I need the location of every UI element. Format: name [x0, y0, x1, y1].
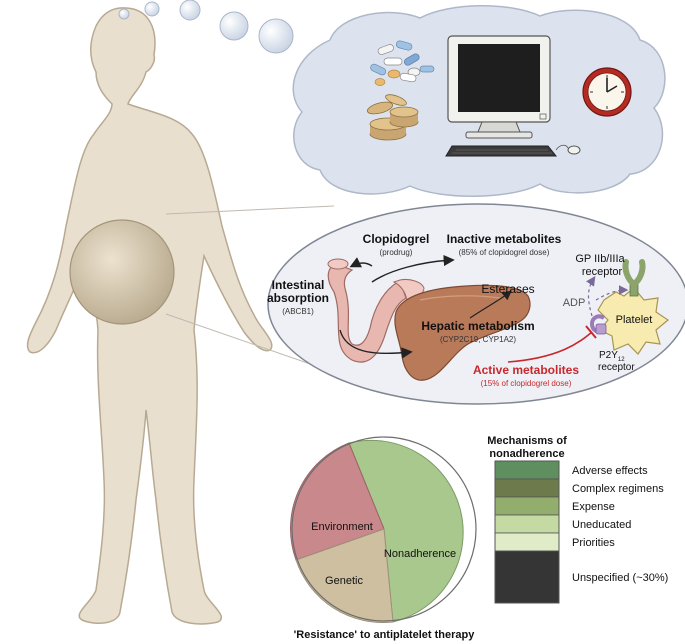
mechanisms-legend: Mechanisms of nonadherence Adverse effec… [487, 435, 668, 604]
active-metabolites-sub: (15% of clopidogrel dose) [481, 379, 572, 388]
pie-slice-nonadherence [348, 439, 464, 623]
pie-label-nonadherence: Nonadherence [384, 548, 456, 560]
active-inhibition-line [507, 331, 593, 363]
pathway-panel: Clopidogrel (prodrug) Inactive metabolit… [267, 203, 685, 405]
legend-swatch-1 [494, 478, 560, 498]
legend-swatch-2 [494, 496, 560, 516]
adp-to-gp-arrow [595, 285, 629, 301]
p2y12-receptor-icon [589, 314, 607, 335]
to-hepatic-arrow [339, 329, 413, 359]
legend-label-5: Unspecified (~30%) [572, 572, 668, 584]
hepatic-label: Hepatic metabolism [421, 319, 534, 333]
inactive-metabolites-sub: (85% of clopidogrel dose) [459, 248, 550, 257]
intestinal-label-2: absorption [267, 291, 329, 305]
legend-label-2: Expense [572, 501, 615, 513]
clopidogrel-to-intestine-arrow [349, 257, 373, 268]
thought-cloud [292, 5, 666, 197]
clopidogrel-sub: (prodrug) [380, 248, 413, 257]
computer-icon [445, 35, 581, 157]
p2y-label-2: receptor [598, 362, 635, 373]
active-metabolites-label: Active metabolites [473, 363, 579, 377]
clopidogrel-label: Clopidogrel [363, 232, 430, 246]
pie-slice-genetic [295, 528, 394, 624]
mechanisms-title-2: nonadherence [489, 448, 564, 460]
legend-label-1: Complex regimens [572, 483, 664, 495]
legend-label-0: Adverse effects [572, 465, 648, 477]
adp-label: ADP [563, 297, 586, 309]
pie-chart-title: 'Resistance' to antiplatelet therapy [294, 629, 476, 641]
pills-icon [370, 40, 435, 86]
thought-bubbles [118, 0, 294, 54]
legend-frame [494, 460, 560, 604]
abdomen-orb [69, 219, 175, 325]
resistance-pie-chart: Environment Nonadherence Genetic 'Resist… [290, 436, 477, 641]
intestinal-sub: (ABCB1) [282, 307, 314, 316]
inhibition-bar [585, 325, 597, 339]
gp-label-1: GP IIb/IIIa [575, 253, 625, 265]
pie-label-genetic: Genetic [325, 575, 363, 587]
legend-swatch-0 [494, 460, 560, 480]
mechanisms-title-1: Mechanisms of [487, 435, 567, 447]
liver-icon [394, 284, 531, 381]
coins-icon [366, 94, 419, 141]
legend-label-4: Priorities [572, 537, 615, 549]
intestinal-label-1: Intestinal [272, 278, 325, 292]
hepatic-to-esterase-arrow [469, 290, 512, 319]
p2y-label: P2Y12 [599, 350, 625, 363]
gp-receptor-icon [622, 259, 646, 297]
adp-arrow [586, 276, 596, 317]
to-inactive-arrow [371, 254, 455, 283]
legend-swatch-3 [494, 514, 560, 534]
pie-label-environment: Environment [311, 521, 373, 533]
legend-swatch-5 [494, 550, 560, 604]
gp-label-2: receptor [582, 266, 623, 278]
pie-slice-environment [290, 442, 385, 561]
human-figure [26, 7, 273, 625]
zoom-connector-lines [165, 205, 335, 367]
clock-icon [582, 67, 632, 117]
platelet-label: Platelet [616, 314, 653, 326]
legend-swatch-4 [494, 532, 560, 552]
esterases-label: Esterases [481, 282, 534, 296]
hepatic-sub: (CYP2C19, CYP1A2) [440, 335, 516, 344]
legend-label-3: Uneducated [572, 519, 631, 531]
inactive-metabolites-label: Inactive metabolites [447, 232, 562, 246]
